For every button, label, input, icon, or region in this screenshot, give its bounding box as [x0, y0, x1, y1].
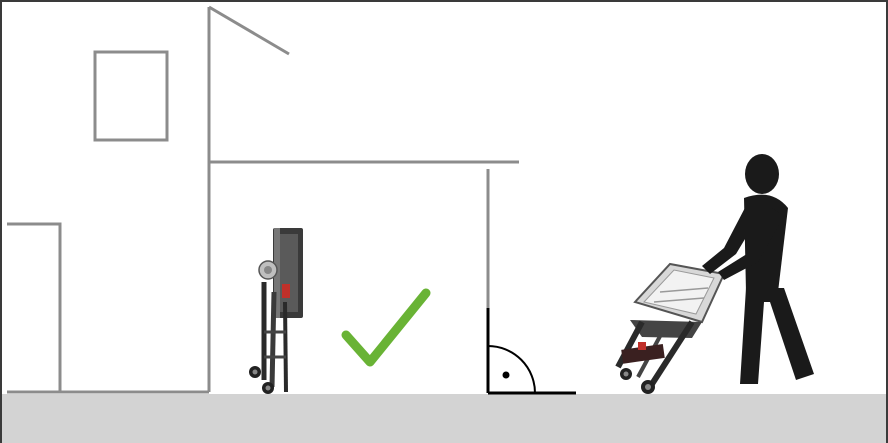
person-silhouette-icon	[702, 154, 814, 384]
check-mark-icon	[346, 293, 426, 362]
tool-stand-on-wheels-icon	[618, 264, 724, 394]
house-window	[95, 52, 167, 140]
ground	[2, 394, 888, 443]
folded-stand-icon	[249, 228, 303, 394]
house-roof-line	[209, 7, 289, 54]
right-angle-marker-icon	[488, 308, 576, 393]
house-door	[7, 224, 60, 392]
